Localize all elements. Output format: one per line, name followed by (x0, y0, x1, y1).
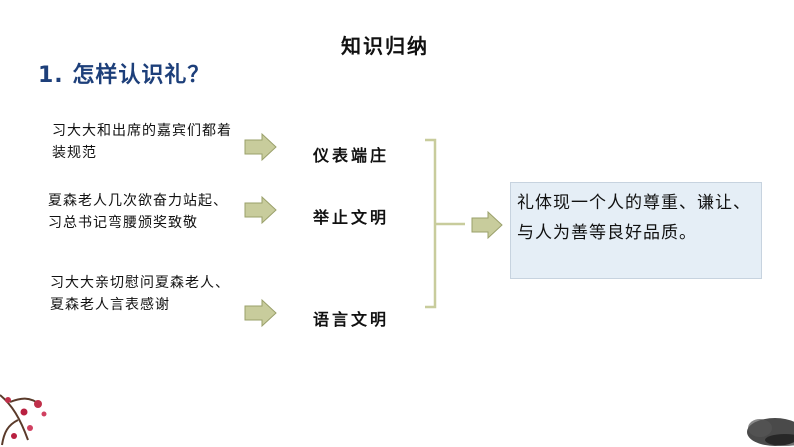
example-3: 习大大亲切慰问夏森老人、夏森老人言表感谢 (50, 275, 230, 313)
question-heading: 1. 怎样认识礼？ (38, 63, 211, 88)
arrow-1 (244, 132, 277, 162)
plum-blossom-branch-icon (0, 394, 47, 446)
conclusion-box: 礼体现一个人的尊重、谦让、与人为善等良好品质。 (510, 182, 762, 279)
right-bracket (425, 138, 465, 309)
ink-wash-stone-icon (747, 418, 794, 446)
example-2: 夏森老人几次欲奋力站起、习总书记弯腰颁奖致敬 (48, 193, 228, 231)
arrow-to-conclusion (471, 210, 503, 240)
arrow-2 (244, 195, 277, 225)
arrow-3 (244, 298, 277, 328)
virtue-3: 语言文明 (313, 310, 390, 329)
slide-title: 知识归纳 (341, 34, 429, 58)
virtue-2: 举止文明 (313, 208, 390, 227)
example-1: 习大大和出席的嘉宾们都着装规范 (52, 123, 232, 161)
virtue-1: 仪表端庄 (313, 146, 390, 165)
